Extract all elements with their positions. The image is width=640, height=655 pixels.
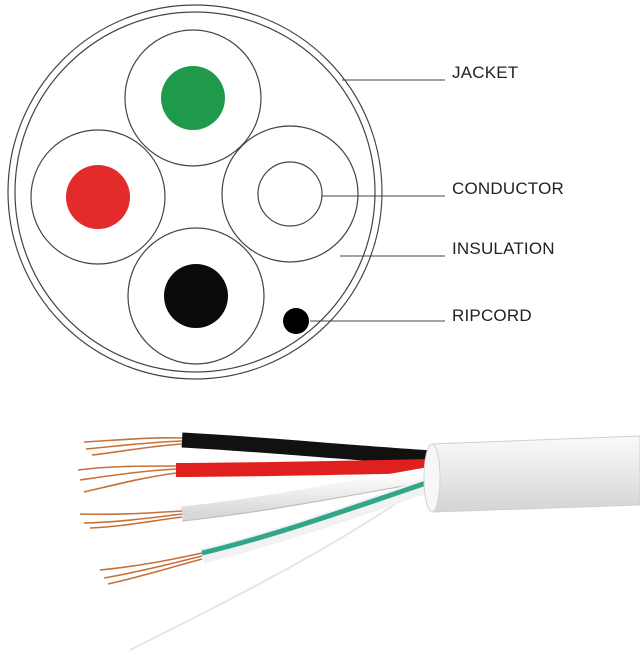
jacket-inner-ring [14, 11, 376, 373]
ripcord-label: RIPCORD [452, 306, 532, 325]
insulation-green [124, 29, 262, 167]
ripcord-dot [283, 308, 309, 334]
green-striped-wire [200, 476, 435, 564]
cross-section [7, 4, 383, 380]
cable-illustration [77, 432, 640, 651]
jacket-label: JACKET [452, 63, 519, 82]
white-wire [181, 466, 434, 522]
cable-jacket-end [423, 443, 441, 513]
conductor-white [257, 161, 323, 227]
insulation-white [221, 125, 359, 263]
insulation-red [30, 129, 166, 265]
conductor-green [161, 66, 225, 130]
jacket-outer-ring [7, 4, 383, 380]
insulation-black [127, 227, 265, 365]
insulation-label: INSULATION [452, 239, 555, 258]
leader-lines [310, 79, 445, 322]
red-wire [175, 459, 433, 477]
copper-strands [77, 437, 203, 585]
black-wire [181, 432, 433, 466]
conductor-label: CONDUCTOR [452, 179, 564, 198]
cable-jacket [425, 435, 640, 513]
conductor-black [164, 264, 228, 328]
conductor-red [66, 165, 130, 229]
